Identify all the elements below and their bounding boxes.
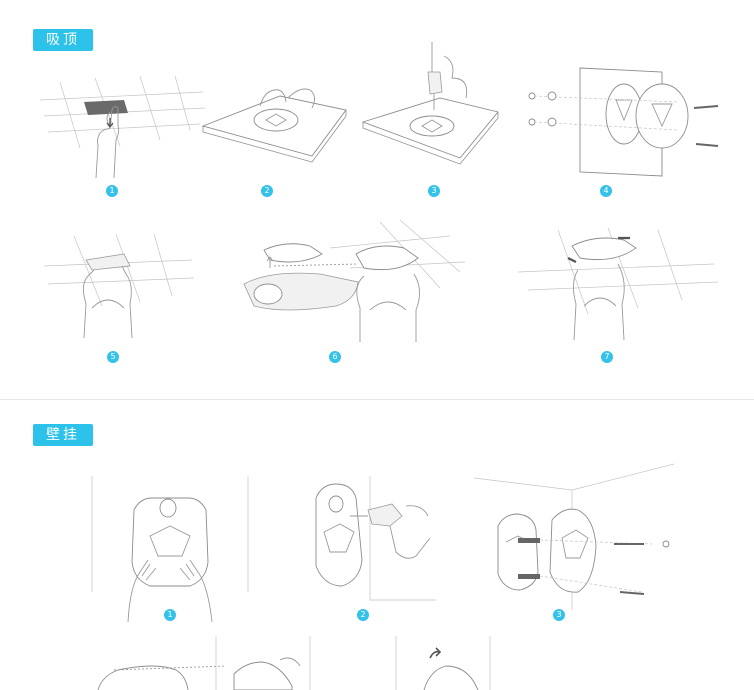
ceiling-step-2-number: 2 (261, 185, 273, 197)
ceiling-step-6-illustration (240, 218, 465, 343)
section-title-wall: 壁挂 (33, 424, 93, 446)
section-divider (0, 399, 754, 400)
wall-step-4-illustration (96, 636, 316, 690)
wall-step-2-number: 2 (357, 609, 369, 621)
ceiling-step-5-number: 5 (107, 351, 119, 363)
ceiling-step-7-number: 7 (601, 351, 613, 363)
ceiling-step-4-illustration (514, 66, 724, 178)
wall-step-3-illustration (474, 462, 674, 610)
ceiling-step-1-number: 1 (106, 185, 118, 197)
ceiling-step-4-number: 4 (600, 185, 612, 197)
ceiling-step-3-number: 3 (428, 185, 440, 197)
wall-step-2-illustration (306, 476, 438, 604)
wall-step-1-illustration (90, 476, 250, 622)
ceiling-step-6-number: 6 (329, 351, 341, 363)
wall-step-3-number: 3 (553, 609, 565, 621)
ceiling-step-1-illustration (40, 68, 205, 180)
ceiling-step-2-illustration (200, 80, 350, 165)
ceiling-step-5-illustration (44, 226, 194, 341)
ceiling-step-7-illustration (518, 224, 718, 342)
ceiling-step-3-illustration (360, 42, 500, 167)
wall-step-5-illustration (394, 636, 494, 690)
wall-step-1-number: 1 (164, 609, 176, 621)
section-title-ceiling: 吸顶 (33, 29, 93, 51)
